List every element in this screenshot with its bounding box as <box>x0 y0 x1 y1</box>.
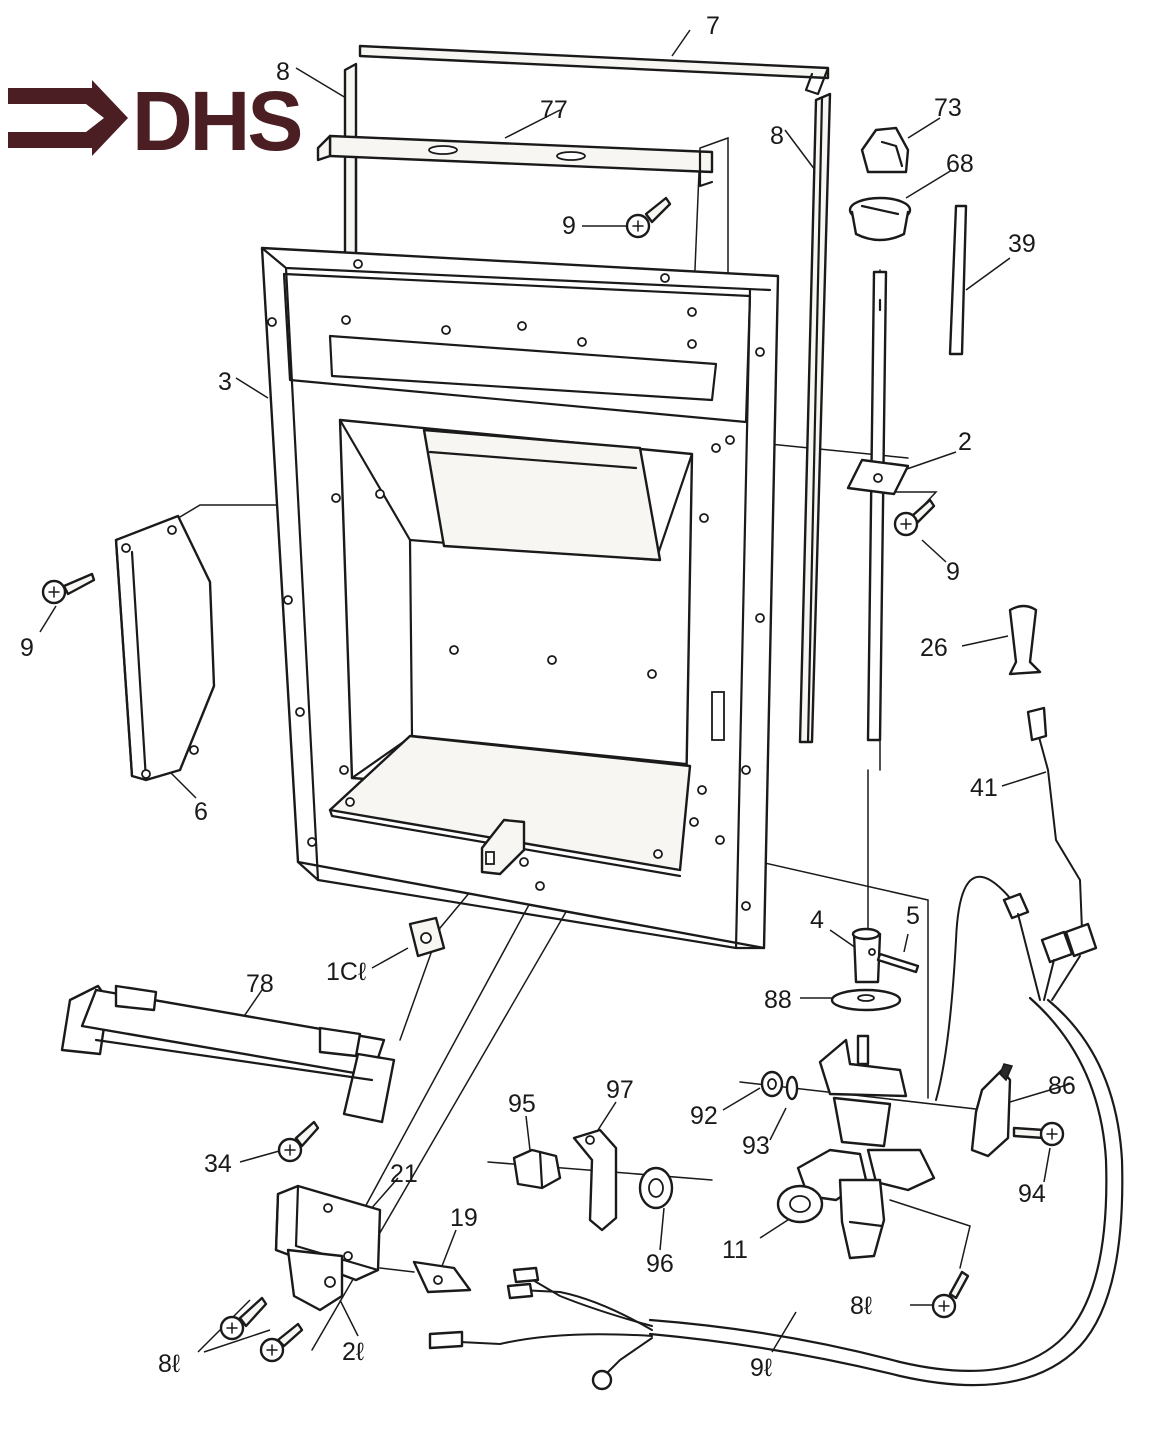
callout-labels: 7 8 8 77 73 68 39 9 3 2 9 9 26 6 41 4 5 … <box>20 12 1076 1382</box>
part-96-nut <box>638 1166 674 1210</box>
part-39-tube <box>948 204 968 356</box>
callout-68: 68 <box>946 150 974 178</box>
part-92-nut <box>760 1070 784 1098</box>
screw-9-top <box>625 196 672 239</box>
part-5-pin <box>876 952 920 974</box>
callout-92: 92 <box>690 1102 718 1130</box>
logo-text: DHS <box>132 74 300 168</box>
screw-9-left <box>41 572 96 605</box>
part-86-switch <box>970 1063 1014 1158</box>
screw-34 <box>277 1120 320 1163</box>
callout-3: 3 <box>218 368 232 396</box>
callout-4: 4 <box>810 906 824 934</box>
callout-34: 34 <box>204 1150 232 1178</box>
callout-80-left: 8ℓ <box>158 1350 181 1378</box>
callout-88: 88 <box>764 986 792 1014</box>
part-88-washer <box>830 988 902 1012</box>
part-78-bracket <box>60 984 396 1124</box>
callout-9-top: 9 <box>562 212 576 240</box>
screw-80-c <box>931 1270 970 1319</box>
callout-8-left: 8 <box>276 58 290 86</box>
callout-95: 95 <box>508 1090 536 1118</box>
frame-bottom-tab <box>480 818 526 876</box>
screw-9-right <box>893 498 936 537</box>
screw-80-b <box>259 1322 304 1363</box>
logo-arrow-icon <box>8 80 128 156</box>
part-26-cap <box>1008 604 1042 676</box>
callout-9-left: 9 <box>20 634 34 662</box>
callout-73: 73 <box>934 94 962 122</box>
callout-39: 39 <box>1008 230 1036 258</box>
callout-20: 2ℓ <box>342 1338 365 1366</box>
part-20-clip <box>286 1248 353 1312</box>
part-6-side-cover <box>114 514 216 782</box>
part-10-clip-nut <box>408 916 446 958</box>
callout-78: 78 <box>246 970 274 998</box>
part-95-fitting <box>512 1148 562 1190</box>
part-3-main-frame <box>260 246 780 950</box>
screw-94 <box>1012 1121 1065 1147</box>
part-8-right-trim <box>798 92 832 744</box>
callout-90: 9ℓ <box>750 1354 773 1382</box>
callout-19: 19 <box>450 1204 478 1232</box>
callout-10: 1Cℓ <box>326 958 367 986</box>
part-41-wire <box>1026 706 1083 931</box>
callout-7: 7 <box>706 12 720 40</box>
part-90-harness <box>428 875 1124 1391</box>
part-93-washer <box>785 1075 799 1101</box>
part-7-top-trim <box>358 44 830 96</box>
callout-21: 21 <box>390 1160 418 1188</box>
callout-80-right: 8ℓ <box>850 1292 873 1320</box>
callout-97: 97 <box>606 1076 634 1104</box>
callout-2: 2 <box>958 428 972 456</box>
part-73-knob <box>860 126 910 174</box>
part-11-gas-valve <box>776 1034 936 1260</box>
callout-86: 86 <box>1048 1072 1076 1100</box>
part-8-left-trim <box>343 62 358 256</box>
callout-11: 11 <box>722 1236 748 1264</box>
part-97-bracket <box>572 1128 618 1232</box>
dhs-logo: DHS <box>8 74 303 168</box>
callout-8-right: 8 <box>770 122 784 150</box>
part-4-bushing <box>851 927 882 984</box>
screw-80-a <box>219 1296 268 1341</box>
part-2-plate <box>846 458 910 496</box>
callout-93: 93 <box>742 1132 770 1160</box>
part-77-bracket <box>316 134 714 256</box>
callout-41: 41 <box>970 774 998 802</box>
callout-94: 94 <box>1018 1180 1046 1208</box>
callout-96: 96 <box>646 1250 674 1278</box>
callout-9-right: 9 <box>946 558 960 586</box>
callout-5: 5 <box>906 902 920 930</box>
callout-77: 77 <box>540 96 568 124</box>
callout-6: 6 <box>194 798 208 826</box>
spindle-rod <box>866 270 888 742</box>
callout-26: 26 <box>920 634 948 662</box>
part-68-bezel <box>848 196 912 242</box>
part-19-clip <box>412 1260 472 1294</box>
